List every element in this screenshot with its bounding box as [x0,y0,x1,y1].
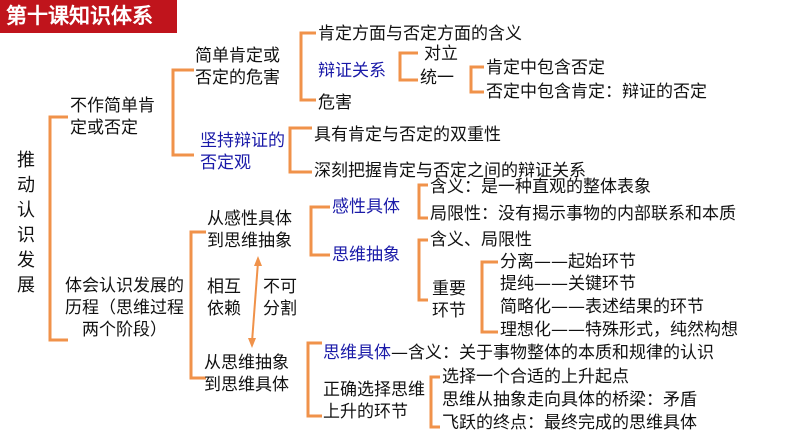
perceptual-2: 局限性：没有揭示事物的内部联系和本质 [430,204,736,224]
choose-item: 思维从抽象走向具体的桥梁：矛盾 [442,390,697,410]
bracket-dialectic [288,126,312,174]
bracket-relation [398,51,418,82]
bracket-harm [299,31,316,102]
abstract: 思维抽象 [332,245,400,265]
page-title: 第十课知识体系 [0,0,177,33]
bracket-stage1 [309,205,330,257]
dialectic-2: 深刻把握肯定与否定之间的辩证关系 [314,161,586,181]
concrete: 思维具体 [323,343,391,363]
dialectic-label: 坚持辩证的否定观 [200,131,285,173]
part2-label: 体会认识发展的历程（思维过程两个阶段） [65,276,184,340]
stage2-label: 从思维抽象到思维具体 [204,353,289,395]
unity-1: 肯定中包含否定 [486,58,605,78]
root-label: 推动认识发展 [17,150,35,296]
step: 理想化——特殊形式，纯然构想 [500,320,738,340]
relation-left: 相互依赖 [207,277,241,319]
concrete-def: —含义：关于事物整体的本质和规律的认识 [391,343,714,363]
perceptual-1: 含义：是一种直观的整体表象 [430,177,651,197]
bracket-part2 [189,230,206,380]
choose-item: 飞跃的终点：最终完成的思维具体 [442,413,697,433]
perceptual: 感性具体 [332,197,400,217]
bracket-root [48,115,68,342]
part1-label: 不作简单肯定或否定 [70,96,155,138]
dialectic-1: 具有肯定与否定的双重性 [314,125,501,145]
step: 提纯——关键环节 [500,274,636,294]
bracket-choose [429,375,440,429]
bracket-abstract [417,238,428,302]
unity: 统一 [420,68,454,88]
meaning: 肯定方面与否定方面的含义 [318,24,522,44]
opposite: 对立 [424,44,458,64]
step: 简略化——表述结果的环节 [500,297,704,317]
mutual-arrow [251,261,259,343]
choose-label: 正确选择思维上升的环节 [323,380,425,422]
bracket-steps [480,260,498,334]
danger: 危害 [318,93,352,113]
bracket-perceptual [417,183,428,220]
bracket-unity [469,65,484,94]
unity-2: 否定中包含肯定：辩证的否定 [486,82,707,102]
abstract-2: 重要环节 [432,279,466,321]
relation: 辩证关系 [318,61,386,81]
bracket-stage2 [306,341,322,418]
choose-item: 选择一个合适的上升起点 [442,367,629,387]
harm-label: 简单肯定或否定的危害 [195,46,280,88]
abstract-1: 含义、局限性 [430,230,532,250]
step: 分离——起始环节 [500,252,636,272]
relation-right: 不可分割 [263,277,297,319]
bracket-part1 [171,68,194,157]
stage1-label: 从感性具体到思维抽象 [207,209,292,251]
